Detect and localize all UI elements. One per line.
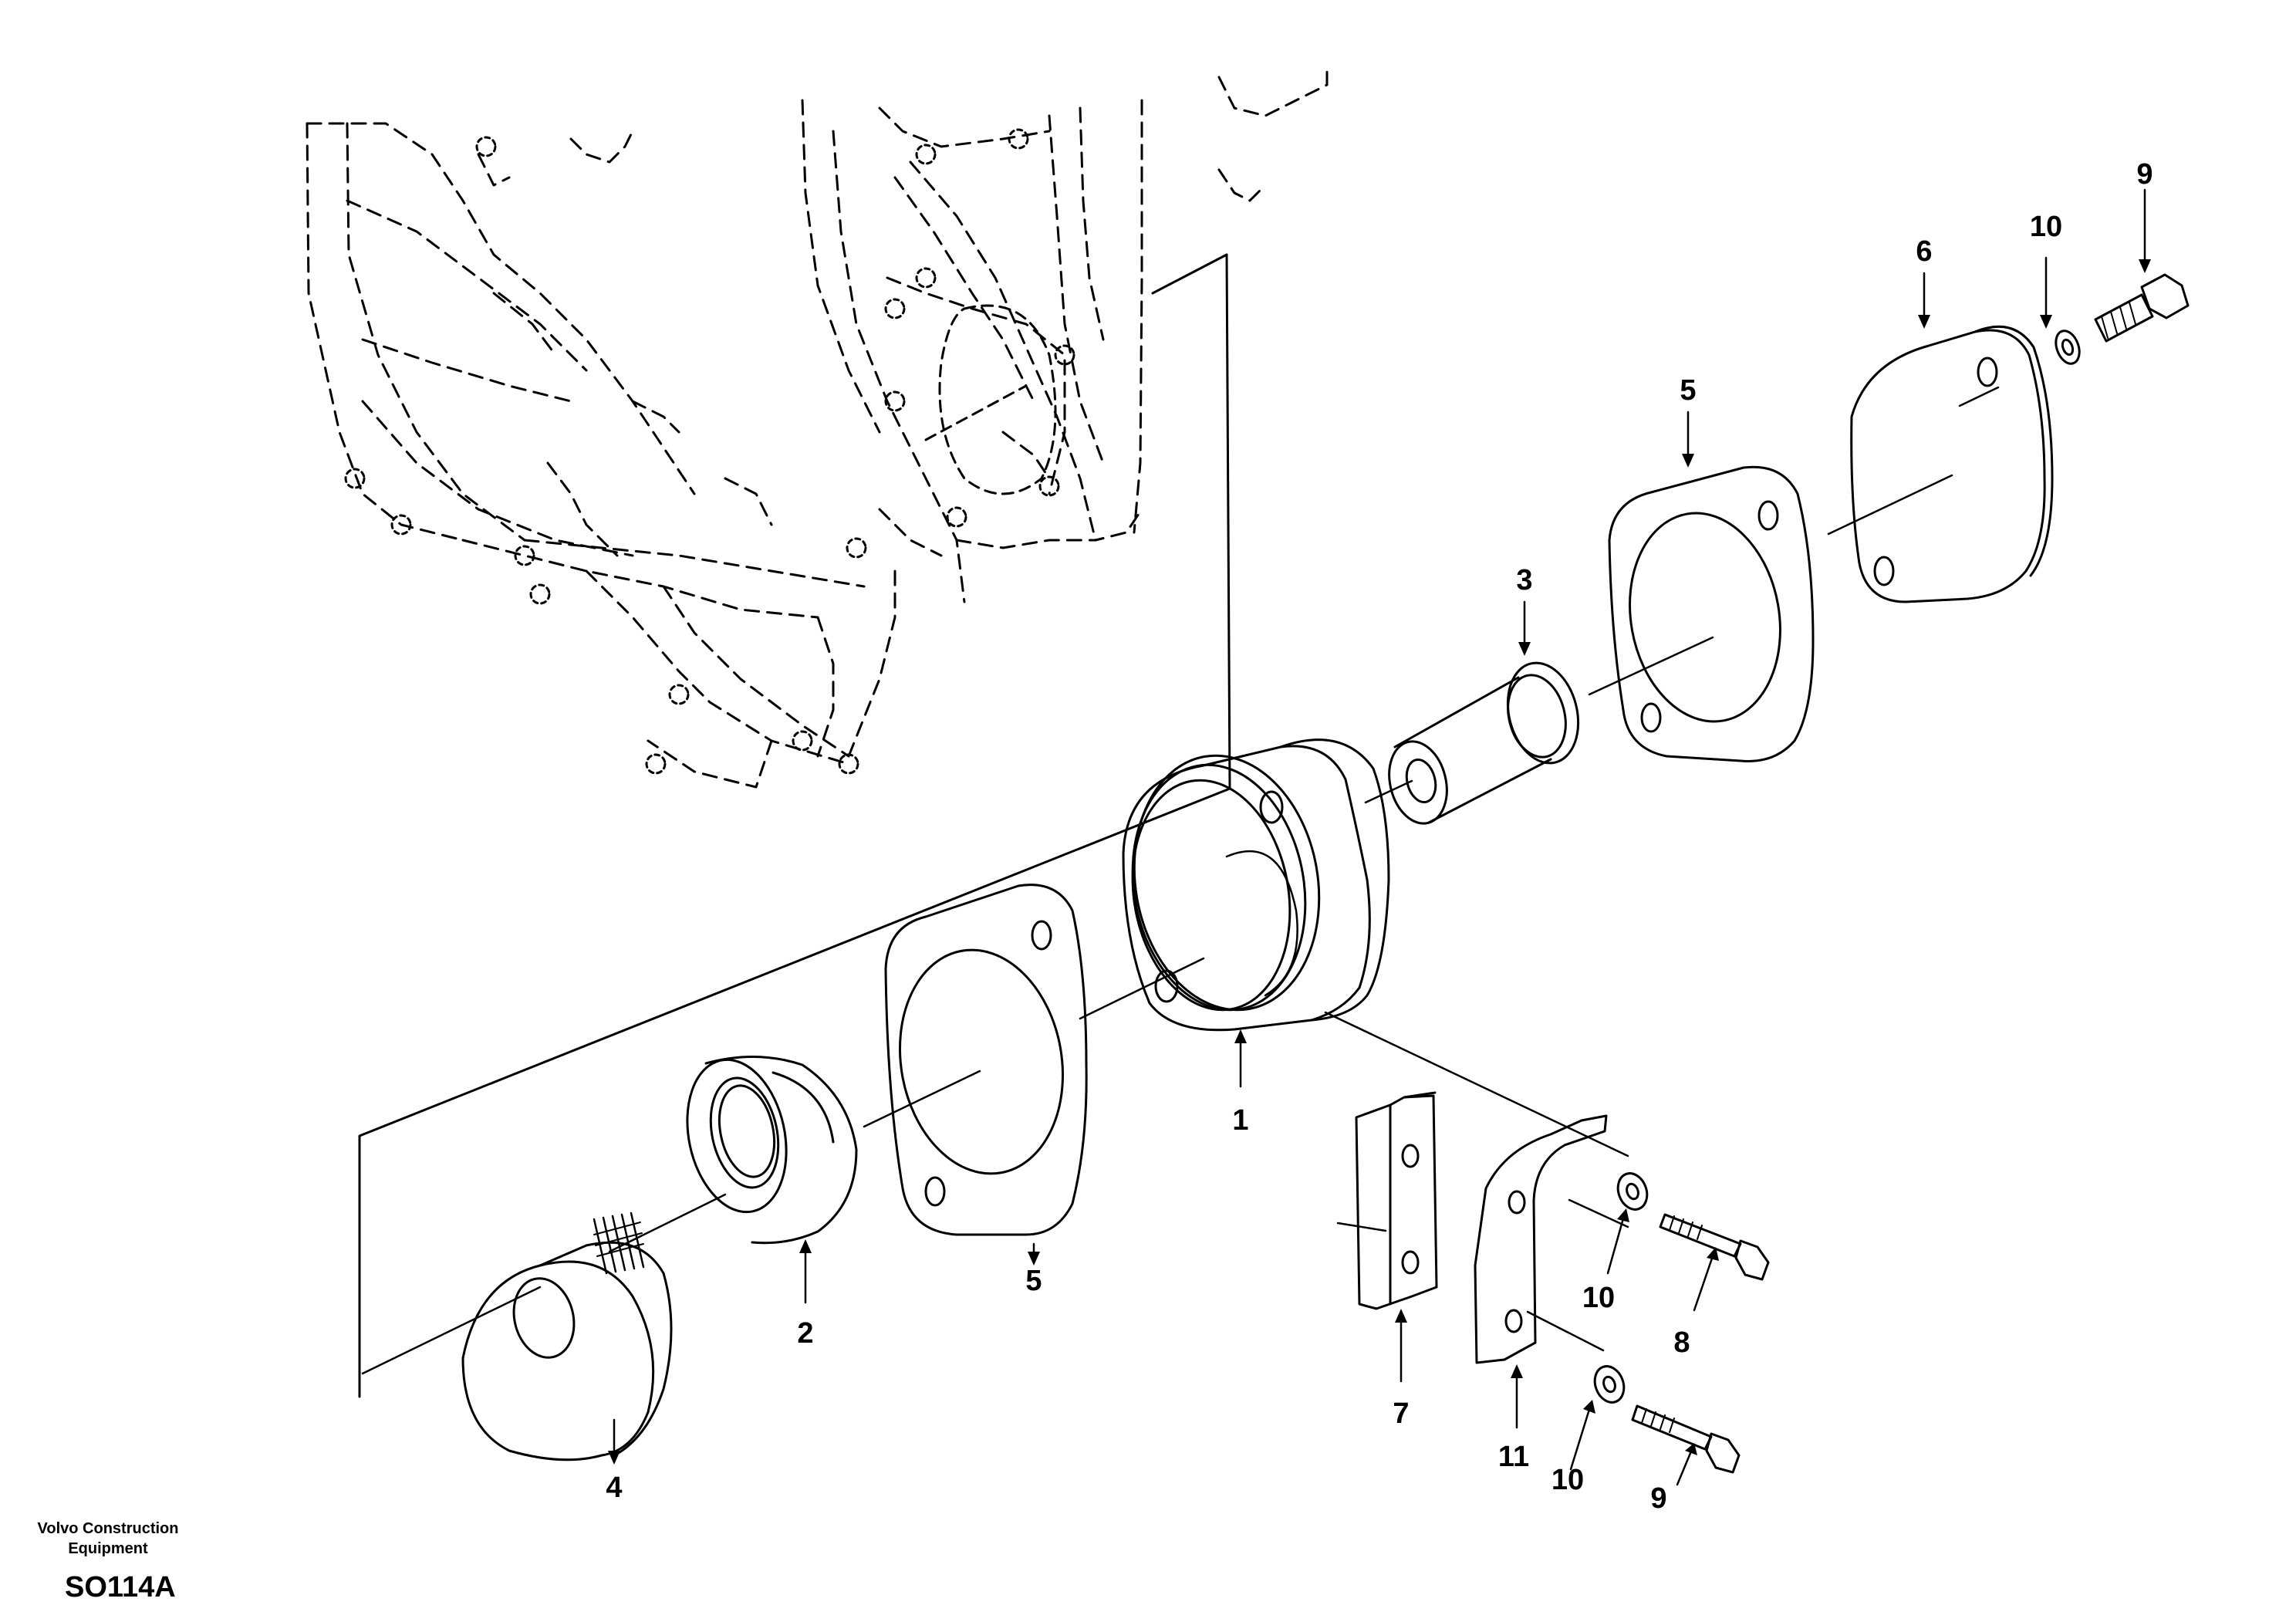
manufacturer-line-1: Volvo Construction	[37, 1520, 179, 1537]
drawing-code: SO114A	[65, 1571, 176, 1603]
part-3-sleeve	[1388, 661, 1580, 825]
callout-6: 6	[1916, 235, 1932, 268]
part-1-housing	[1122, 738, 1390, 1032]
callout-1: 1	[1232, 1104, 1248, 1137]
callout-10-bottom: 10	[1551, 1464, 1584, 1496]
callout-10-top: 10	[2030, 211, 2062, 243]
part-5-gasket-left	[884, 884, 1088, 1236]
callout-7: 7	[1393, 1397, 1409, 1430]
mounting-plane-frame	[358, 253, 1231, 1398]
part-11-angle-plate	[1474, 1114, 1608, 1364]
callout-10-middle: 10	[1582, 1282, 1615, 1314]
callout-2: 2	[797, 1317, 813, 1350]
callout-3: 3	[1516, 564, 1532, 596]
callout-leaders	[613, 188, 2146, 1486]
engine-housing-outline	[306, 68, 1329, 789]
center-axis-lines	[361, 386, 2000, 1375]
part-5-gasket-right	[1608, 465, 1815, 762]
callout-5-right: 5	[1680, 374, 1696, 407]
callout-4: 4	[606, 1472, 622, 1504]
manufacturer-line-2: Equipment	[68, 1540, 148, 1557]
callout-9-bottom: 9	[1650, 1482, 1666, 1515]
callout-5-left: 5	[1025, 1265, 1042, 1297]
callout-arrowheads	[608, 259, 2151, 1465]
part-6-cover	[1850, 325, 2054, 603]
part-4-ring	[461, 1211, 673, 1461]
housing-bolt-holes	[344, 128, 1075, 775]
bottom-washer-and-bolt	[1593, 1365, 1741, 1474]
manufacturer-credit: Volvo Construction Equipment	[15, 1519, 201, 1559]
part-2-bearing	[686, 1056, 858, 1245]
housing-port-outline	[924, 304, 1057, 495]
top-washer-and-bolt	[2055, 273, 2190, 365]
callout-9-top: 9	[2136, 158, 2152, 191]
callout-11: 11	[1498, 1441, 1529, 1473]
mid-washer-and-bolt	[1616, 1172, 1770, 1281]
callout-8: 8	[1673, 1326, 1690, 1359]
part-7-bracket	[1355, 1091, 1438, 1310]
